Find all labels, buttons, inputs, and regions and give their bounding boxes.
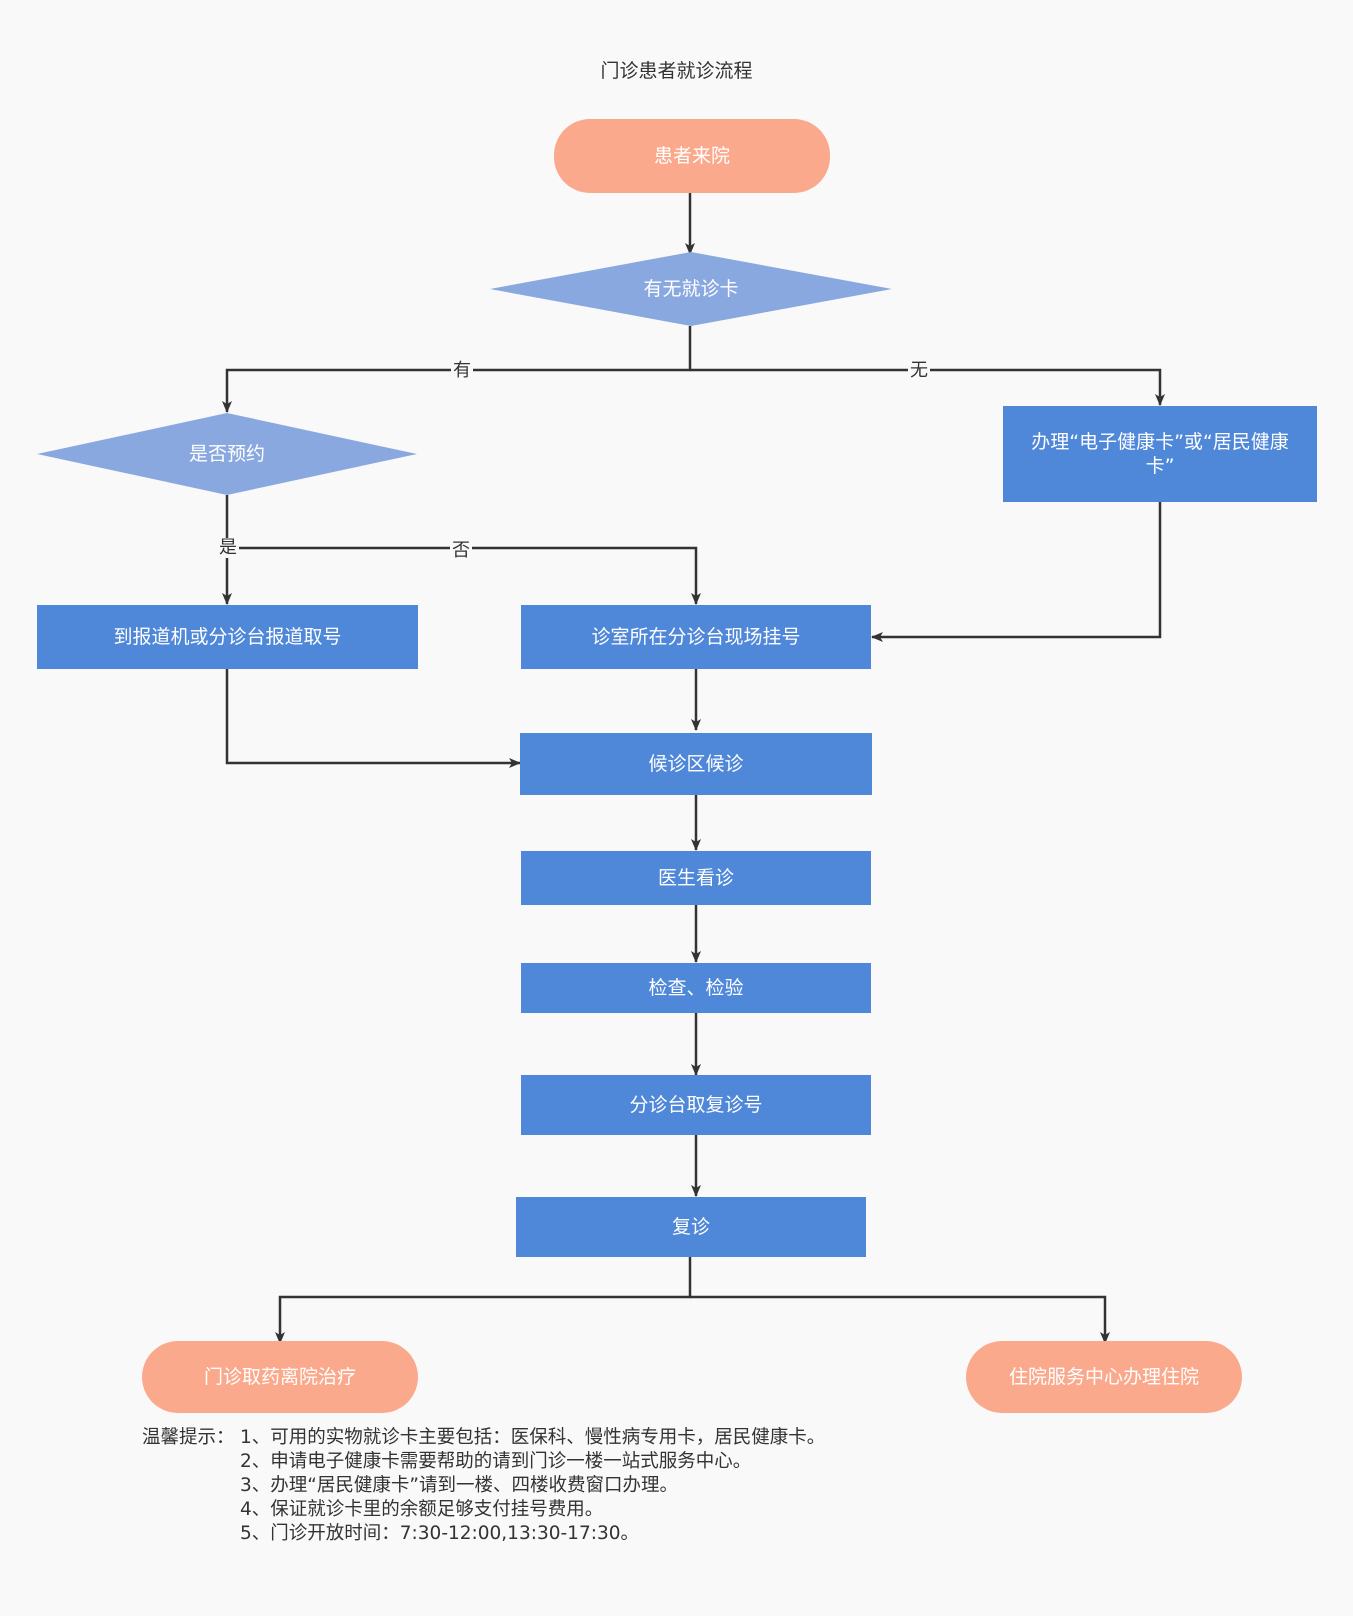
node-revisit-number-label: 分诊台取复诊号 bbox=[629, 1094, 763, 1116]
edge-revisit-to-inpatient bbox=[690, 1295, 1110, 1344]
tip-item: 3、办理“居民健康卡”请到一楼、四楼收费窗口办理。 bbox=[240, 1475, 678, 1496]
tip-item: 4、保证就诊卡里的余额足够支付挂号费用。 bbox=[240, 1499, 604, 1520]
decision-has-card-label: 有无就诊卡 bbox=[643, 278, 739, 300]
tip-item: 5、门诊开放时间：7:30-12:00,13:30-17:30。 bbox=[240, 1523, 639, 1544]
edge-report-to-waiting bbox=[225, 669, 521, 768]
node-exam-label: 检查、检验 bbox=[648, 977, 744, 999]
node-revisit: 复诊 bbox=[516, 1197, 866, 1257]
tips-prefix: 温馨提示： bbox=[142, 1427, 235, 1448]
node-report-machine-label: 到报道机或分诊台报道取号 bbox=[113, 626, 342, 648]
edge-revisit-to-pharmacy bbox=[275, 1257, 692, 1344]
node-pharmacy: 门诊取药离院治疗 bbox=[142, 1341, 418, 1413]
edge-appt-no bbox=[227, 546, 701, 605]
tips-note: 温馨提示： 1、可用的实物就诊卡主要包括：医保科、慢性病专用卡，居民健康卡。 2… bbox=[142, 1426, 825, 1546]
edge-label-yes-appt: 是 bbox=[217, 537, 239, 558]
diagram-title: 门诊患者就诊流程 bbox=[600, 60, 753, 82]
node-register-desk-label: 诊室所在分诊台现场挂号 bbox=[591, 626, 801, 648]
node-exam: 检查、检验 bbox=[521, 963, 871, 1013]
node-doctor-label: 医生看诊 bbox=[657, 867, 734, 889]
edge-label-no-appt: 否 bbox=[450, 540, 472, 561]
node-pharmacy-label: 门诊取药离院治疗 bbox=[203, 1366, 356, 1388]
node-revisit-number: 分诊台取复诊号 bbox=[521, 1075, 871, 1135]
edge-label-no-card: 无 bbox=[908, 360, 930, 381]
node-waiting: 候诊区候诊 bbox=[520, 733, 872, 795]
decision-appointment-label: 是否预约 bbox=[188, 443, 265, 465]
node-report-machine: 到报道机或分诊台报道取号 bbox=[37, 605, 418, 669]
edge-label-yes-card: 有 bbox=[451, 360, 473, 381]
tip-item: 1、可用的实物就诊卡主要包括：医保科、慢性病专用卡，居民健康卡。 bbox=[240, 1427, 826, 1448]
edge-applycard-to-register bbox=[871, 502, 1162, 642]
tip-item: 2、申请电子健康卡需要帮助的请到门诊一楼一站式服务中心。 bbox=[240, 1451, 752, 1472]
node-arrive-label: 患者来院 bbox=[653, 145, 730, 167]
edge-card-no bbox=[690, 368, 1165, 406]
node-apply-card-label: 办理“电子健康卡”或“居民健康卡” bbox=[1031, 431, 1289, 477]
node-register-desk: 诊室所在分诊台现场挂号 bbox=[521, 605, 871, 669]
node-waiting-label: 候诊区候诊 bbox=[648, 753, 744, 775]
node-doctor: 医生看诊 bbox=[521, 851, 871, 905]
node-inpatient-label: 住院服务中心办理住院 bbox=[1008, 1366, 1199, 1388]
node-inpatient: 住院服务中心办理住院 bbox=[966, 1341, 1242, 1413]
node-apply-card: 办理“电子健康卡”或“居民健康卡” bbox=[1003, 406, 1317, 502]
node-arrive: 患者来院 bbox=[554, 119, 830, 193]
node-revisit-label: 复诊 bbox=[671, 1216, 710, 1238]
